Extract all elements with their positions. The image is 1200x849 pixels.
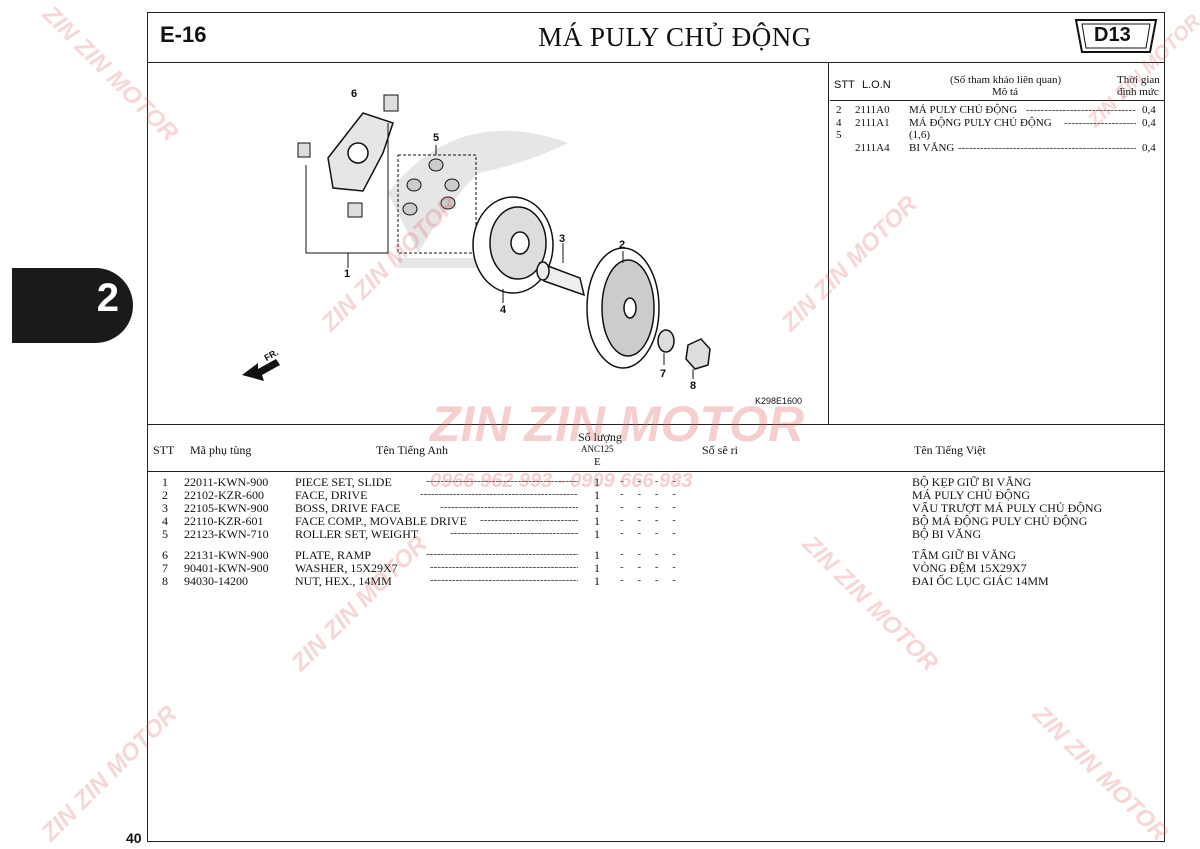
parts-header-stt: STT [153, 443, 175, 457]
page-number: 40 [126, 830, 142, 846]
chapter-tab-number: 2 [96, 276, 119, 320]
ref-header-time-2: định mức [1117, 86, 1159, 98]
hex-nut-part [685, 338, 711, 370]
model-badge: D13 [1072, 18, 1160, 54]
table-row: 4 22110-KZR-601 FACE COMP., MOVABLE DRIV… [162, 514, 1088, 528]
table-row: 8 94030-14200 NUT, HEX., 14MM ----------… [162, 574, 1049, 588]
callout-7: 7 [660, 368, 667, 380]
badge-shape-icon [1074, 19, 1158, 53]
front-arrow-icon [242, 359, 280, 381]
slide-piece-part [383, 94, 399, 112]
roller-set-box [397, 154, 477, 254]
table-row: 3 22105-KWN-900 BOSS, DRIVE FACE -------… [162, 501, 1103, 515]
parts-header-qty-model: ANC125 [581, 444, 614, 454]
slide-piece-part [347, 202, 363, 218]
drive-face-part [586, 247, 660, 369]
parts-header-name-en: Tên Tiếng Anh [376, 443, 449, 457]
table-row: 1 22011-KWN-900 PIECE SET, SLIDE -------… [162, 475, 1032, 489]
callout-3: 3 [559, 233, 566, 245]
slide-piece-part [297, 142, 311, 158]
watermark-phone: 0966 962 993 - 0909 666 983 [430, 470, 693, 492]
diagram-code: K298E1600 [755, 396, 803, 406]
roller-weight-part [402, 158, 460, 216]
table-row: 7 90401-KWN-900 WASHER, 15X29X7 --------… [162, 561, 1027, 575]
parts-header-serial: Số sê ri [702, 443, 738, 457]
callout-8: 8 [690, 380, 697, 392]
washer-part [657, 329, 675, 353]
callout-1: 1 [344, 268, 351, 280]
table-row: 2 22102-KZR-600 FACE, DRIVE ------------… [162, 488, 1031, 502]
parts-header-part-no: Mã phụ tùng [190, 443, 252, 457]
movable-drive-face-part [472, 196, 554, 294]
parts-header-qty: Số lượng [578, 430, 622, 444]
callout-5: 5 [433, 132, 440, 144]
section-code: E-16 [160, 22, 207, 47]
ref-header-lon: L.O.N [862, 79, 891, 91]
watermark-brand: ZIN ZIN MOTOR [430, 396, 805, 452]
chapter-tab: 2 [12, 268, 133, 343]
table-row: 6 22131-KWN-900 PLATE, RAMP ------------… [162, 548, 1017, 562]
ramp-plate-part [327, 112, 394, 192]
callout-2: 2 [619, 239, 626, 251]
drive-face-boss-part [536, 261, 586, 297]
parts-header-qty-type: E [594, 456, 601, 468]
model-badge-label: D13 [1094, 24, 1131, 46]
page-title: MÁ PULY CHỦ ĐỘNG [538, 22, 812, 52]
catalog-frame [147, 12, 1165, 842]
ref-header-stt: STT [834, 79, 855, 91]
callout-6: 6 [351, 88, 358, 100]
ref-header-note: (Số tham khảo liên quan) [950, 74, 1062, 86]
ref-header-desc: Mô tả [992, 86, 1018, 98]
callout-4: 4 [500, 304, 507, 316]
table-row: 5 22123-KWN-710 ROLLER SET, WEIGHT -----… [162, 527, 982, 541]
parts-header-name-vi: Tên Tiếng Việt [914, 443, 986, 457]
ref-header-time-1: Thời gian [1117, 74, 1160, 86]
exploded-diagram [242, 94, 711, 381]
